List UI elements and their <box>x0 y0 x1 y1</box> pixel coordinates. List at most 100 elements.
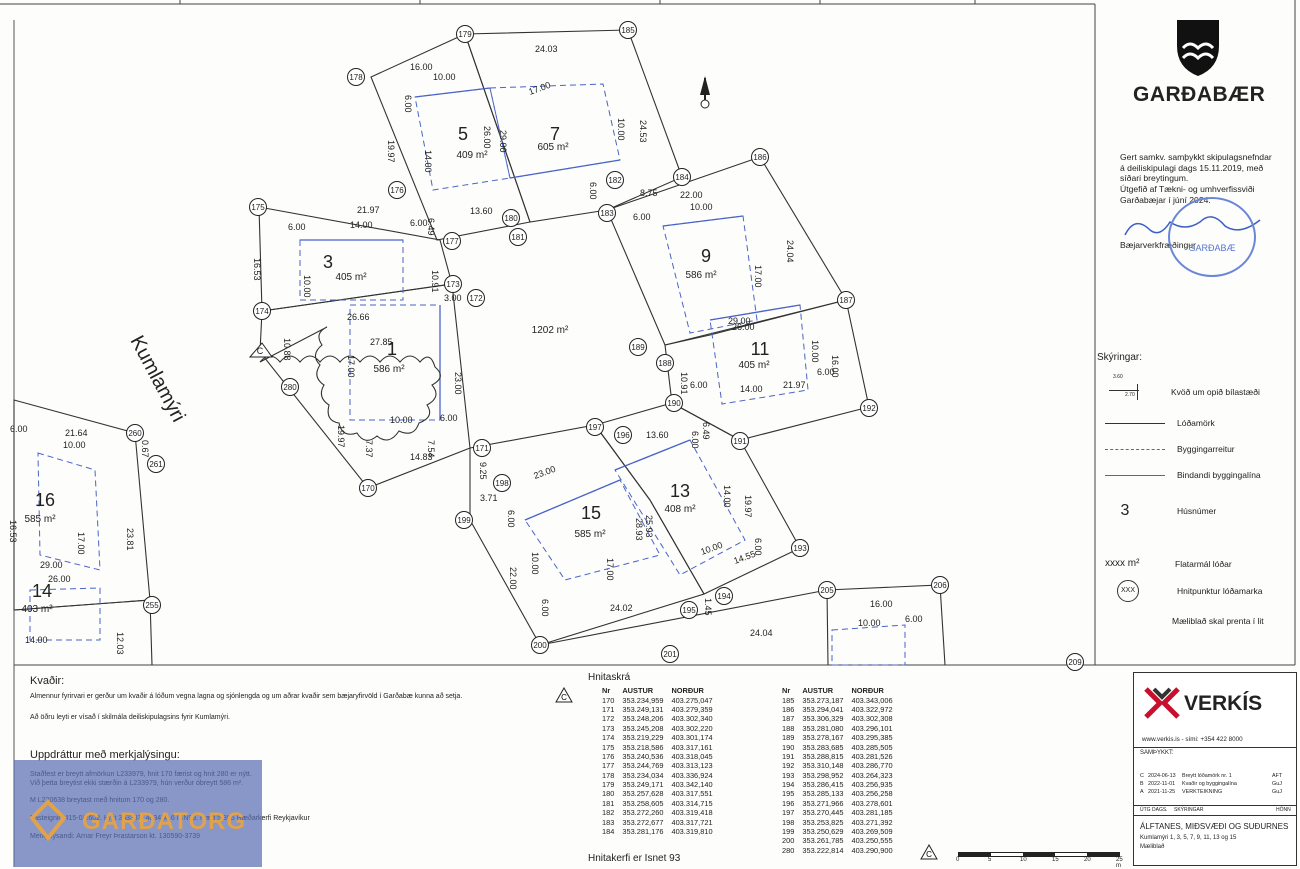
survey-point: 189 <box>629 338 647 356</box>
svg-text:171: 171 <box>475 444 489 453</box>
dimension-label: 14.00 <box>350 220 373 230</box>
svg-text:187: 187 <box>839 296 853 305</box>
dimension-label: 22.00 <box>680 190 703 200</box>
svg-text:188: 188 <box>658 359 672 368</box>
dimension-label: 24.02 <box>610 603 633 613</box>
dimension-label: 26.00 <box>732 322 755 332</box>
svg-text:209: 209 <box>1068 658 1082 667</box>
legend-house-number: 3 Húsnúmer <box>1120 502 1217 519</box>
svg-text:192: 192 <box>862 404 876 413</box>
dimension-label: 24.04 <box>750 628 773 638</box>
dimension-label: 23.00 <box>532 464 557 481</box>
north-arrow-icon <box>700 76 710 109</box>
svg-text:182: 182 <box>608 176 622 185</box>
svg-text:200: 200 <box>533 641 547 650</box>
dimension-label: 10.00 <box>530 552 540 575</box>
dimension-label: 8.75 <box>640 188 658 198</box>
svg-text:173: 173 <box>446 280 460 289</box>
revision-marker-c: C <box>555 686 573 703</box>
lot-number: 13 <box>670 481 690 501</box>
survey-point: 182 <box>606 171 624 189</box>
dimension-label: 10.00 <box>616 118 626 141</box>
dimension-label: 6.00 <box>403 95 413 113</box>
dimension-label: 10.00 <box>810 340 820 363</box>
dimension-label: 17.00 <box>753 265 763 288</box>
survey-point: 179 <box>456 25 474 43</box>
survey-point: 181 <box>509 228 527 246</box>
lot-number: 1 <box>387 339 397 359</box>
lot-number: 16 <box>35 490 55 510</box>
lot-area: 403 m² <box>21 604 53 615</box>
svg-text:186: 186 <box>753 153 767 162</box>
dimension-label: 6.49 <box>426 218 436 236</box>
coord-title: Hnitaskrá <box>588 672 631 683</box>
dimension-label: 24.04 <box>785 240 795 263</box>
scale-label: 0 <box>956 857 960 863</box>
svg-text:196: 196 <box>616 431 630 440</box>
survey-point: 193 <box>791 539 809 557</box>
dimension-label: 10.91 <box>679 372 689 395</box>
gardatorg-logo-icon <box>29 799 67 842</box>
dimension-label: 6.49 <box>701 422 711 440</box>
lot-number: 15 <box>581 503 601 523</box>
revision-marker-c: C <box>920 843 938 860</box>
dimension-label: 6.00 <box>540 599 550 617</box>
survey-point: 178 <box>347 68 365 86</box>
dimension-label: 28.93 <box>634 518 644 541</box>
dimension-label: 6.00 <box>753 538 763 556</box>
svg-text:205: 205 <box>820 586 834 595</box>
dimension-label: 0.67 <box>140 440 150 458</box>
verkis-logo-icon <box>1144 687 1180 719</box>
dimension-label: 17.00 <box>605 558 615 581</box>
lot-area: 405 m² <box>335 272 367 283</box>
svg-text:181: 181 <box>511 233 525 242</box>
lot-number: 9 <box>701 246 711 266</box>
dimension-label: 6.00 <box>588 182 598 200</box>
survey-point: 177 <box>443 232 461 250</box>
dimension-label: 17.00 <box>527 80 552 97</box>
lot-number: 14 <box>32 581 52 601</box>
lot-area: 409 m² <box>456 150 488 161</box>
survey-point: 192 <box>860 399 878 417</box>
scale-label: 15 <box>1052 857 1059 863</box>
dimension-label: 10.88 <box>282 338 292 361</box>
dimension-label: 14.83 <box>410 452 433 462</box>
scale-label: 20 <box>1084 857 1091 863</box>
dimension-label: 21.97 <box>357 205 380 215</box>
lot-area: 586 m² <box>373 364 405 375</box>
dimension-label: 29.00 <box>728 316 751 326</box>
dimension-label: 23.81 <box>125 528 135 551</box>
survey-point: 170 <box>359 479 377 497</box>
dimension-label: 14.00 <box>25 635 48 645</box>
svg-text:194: 194 <box>717 592 731 601</box>
survey-point: 171 <box>473 439 491 457</box>
dimension-label: 10.00 <box>699 540 724 557</box>
lot-area: 605 m² <box>537 142 569 153</box>
legend-building-line: Bindandi byggingalína <box>1105 470 1261 480</box>
lot-number: 7 <box>550 124 560 144</box>
dimension-label: 6.00 <box>905 614 923 624</box>
svg-text:170: 170 <box>361 484 375 493</box>
dimension-label: 14.55 <box>732 549 757 566</box>
survey-point: 195 <box>680 601 698 619</box>
lot-number: 3 <box>323 252 333 272</box>
survey-point: 198 <box>493 474 511 492</box>
scale-label: 25 m <box>1116 857 1123 869</box>
svg-text:206: 206 <box>933 581 947 590</box>
